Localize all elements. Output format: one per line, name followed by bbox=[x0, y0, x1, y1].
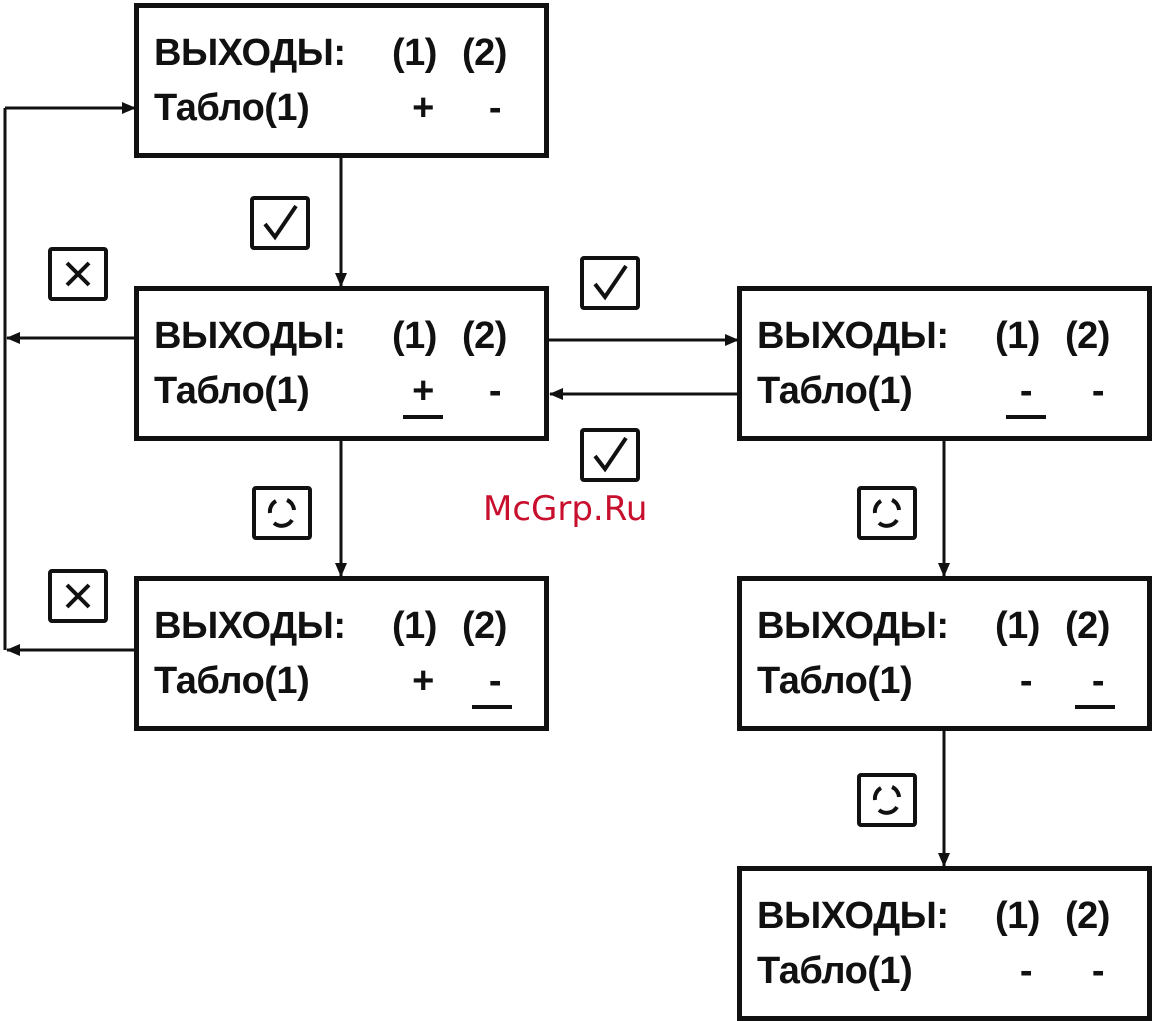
column-2-label: (2) bbox=[462, 34, 507, 72]
row-label: Табло(1) bbox=[154, 662, 309, 700]
cursor-underline bbox=[1075, 705, 1115, 709]
column-1-label: (1) bbox=[392, 607, 437, 645]
lcd-screen-4: ВЫХОДЫ: (1) (2) Табло(1) - - bbox=[737, 286, 1152, 441]
column-2-label: (2) bbox=[1065, 897, 1110, 935]
row-label: Табло(1) bbox=[154, 89, 309, 127]
column-1-label: (1) bbox=[995, 317, 1040, 355]
value-1: - bbox=[1009, 952, 1043, 990]
value-2: - bbox=[1081, 952, 1115, 990]
row-label: Табло(1) bbox=[757, 372, 912, 410]
cycle-key-icon bbox=[252, 486, 312, 540]
watermark-text: McGrp.Ru bbox=[483, 492, 647, 526]
screen-title: ВЫХОДЫ: bbox=[154, 34, 346, 72]
screen-title: ВЫХОДЫ: bbox=[154, 607, 346, 645]
value-1: - bbox=[1009, 662, 1043, 700]
screen-title: ВЫХОДЫ: bbox=[757, 897, 949, 935]
value-1: + bbox=[406, 372, 440, 410]
column-1-label: (1) bbox=[995, 607, 1040, 645]
screen-title: ВЫХОДЫ: bbox=[757, 607, 949, 645]
cursor-underline bbox=[472, 705, 512, 709]
column-1-label: (1) bbox=[995, 897, 1040, 935]
column-2-label: (2) bbox=[462, 607, 507, 645]
value-2: - bbox=[478, 662, 512, 700]
value-1: + bbox=[406, 89, 440, 127]
screen-title: ВЫХОДЫ: bbox=[757, 317, 949, 355]
cancel-key-icon bbox=[48, 569, 108, 623]
column-1-label: (1) bbox=[392, 317, 437, 355]
column-2-label: (2) bbox=[1065, 317, 1110, 355]
cursor-underline bbox=[1006, 415, 1046, 419]
check-key-icon bbox=[580, 428, 640, 482]
lcd-screen-1: ВЫХОДЫ: (1) (2) Табло(1) + - bbox=[134, 3, 549, 158]
value-1: + bbox=[406, 662, 440, 700]
value-2: - bbox=[478, 372, 512, 410]
column-1-label: (1) bbox=[392, 34, 437, 72]
lcd-screen-2: ВЫХОДЫ: (1) (2) Табло(1) + - bbox=[134, 286, 549, 441]
cancel-key-icon bbox=[48, 247, 108, 301]
lcd-screen-6: ВЫХОДЫ: (1) (2) Табло(1) - - bbox=[737, 866, 1152, 1021]
cursor-underline bbox=[403, 415, 443, 419]
row-label: Табло(1) bbox=[757, 662, 912, 700]
screen-title: ВЫХОДЫ: bbox=[154, 317, 346, 355]
value-1: - bbox=[1009, 372, 1043, 410]
cycle-key-icon bbox=[857, 773, 917, 827]
row-label: Табло(1) bbox=[154, 372, 309, 410]
lcd-screen-5: ВЫХОДЫ: (1) (2) Табло(1) - - bbox=[737, 576, 1152, 731]
check-key-icon bbox=[250, 196, 310, 250]
cycle-key-icon bbox=[857, 486, 917, 540]
value-2: - bbox=[1081, 372, 1115, 410]
column-2-label: (2) bbox=[1065, 607, 1110, 645]
check-key-icon bbox=[580, 256, 640, 310]
value-2: - bbox=[478, 89, 512, 127]
row-label: Табло(1) bbox=[757, 952, 912, 990]
lcd-screen-3: ВЫХОДЫ: (1) (2) Табло(1) + - bbox=[134, 576, 549, 731]
value-2: - bbox=[1081, 662, 1115, 700]
column-2-label: (2) bbox=[462, 317, 507, 355]
